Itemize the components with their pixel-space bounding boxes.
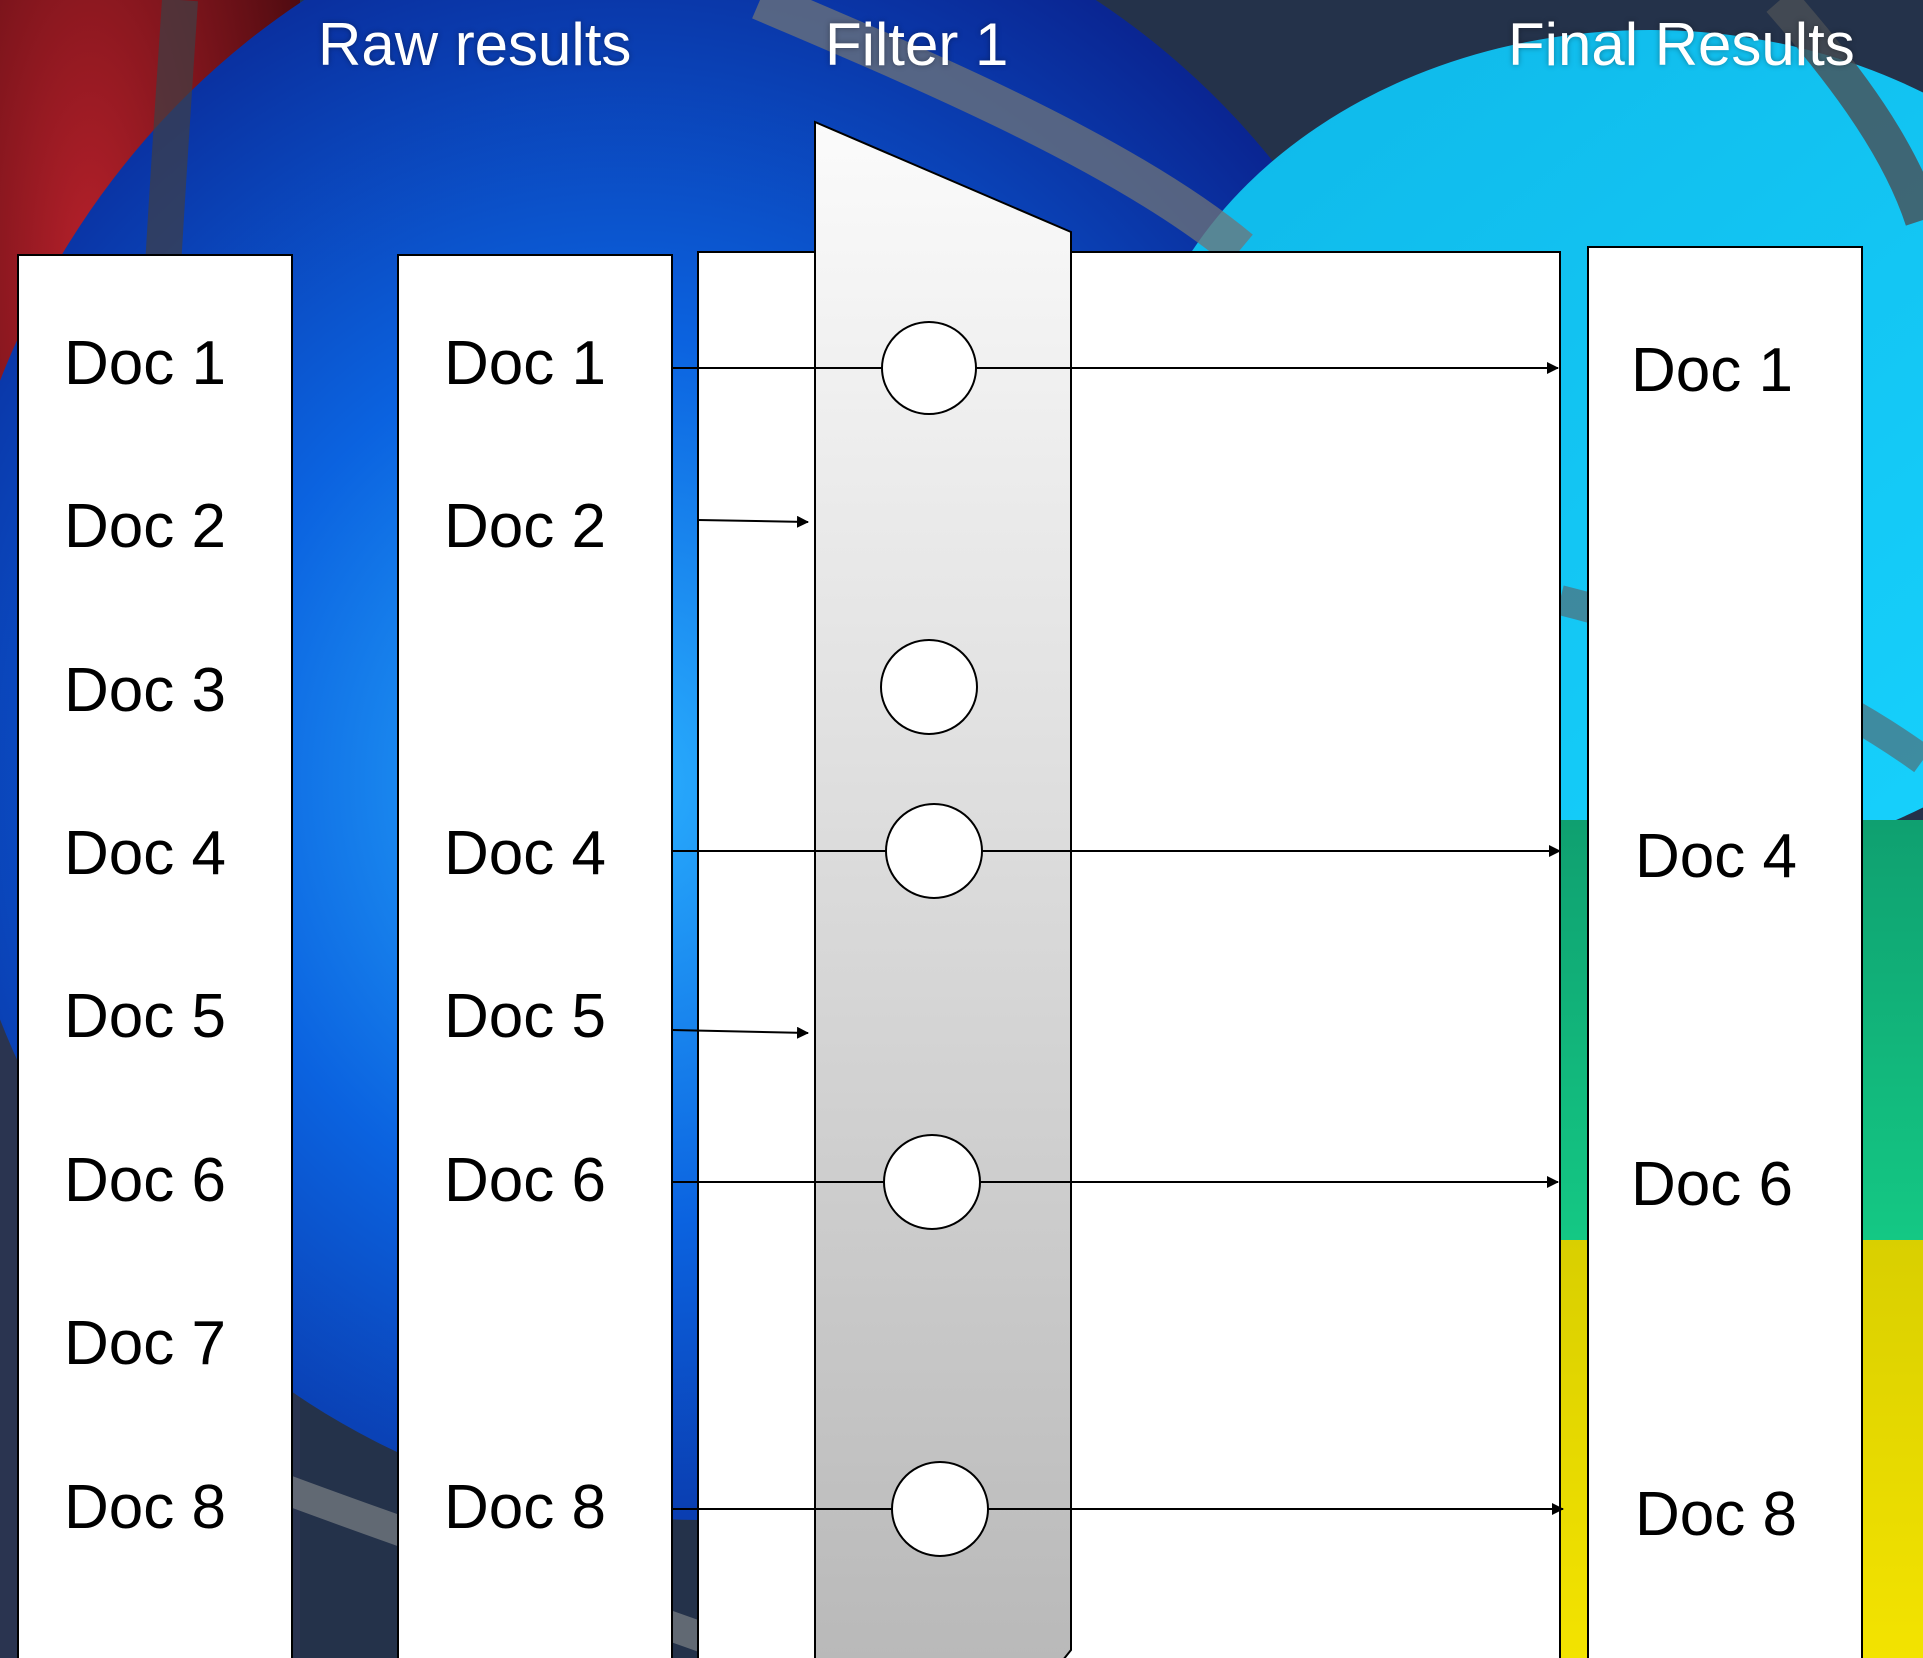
raw-results-item: Doc 4 [444, 823, 606, 885]
all-docs-item: Doc 4 [64, 823, 226, 885]
final-results-item: Doc 6 [1631, 1154, 1793, 1216]
header-final-results: Final Results [1508, 10, 1855, 79]
raw-results-item: Doc 2 [444, 496, 606, 558]
all-docs-item: Doc 5 [64, 986, 226, 1048]
filter-hole-doc-8 [892, 1462, 988, 1556]
final-results-item: Doc 1 [1631, 340, 1793, 402]
all-docs-item: Doc 8 [64, 1477, 226, 1539]
raw-results-item: Doc 5 [444, 986, 606, 1048]
all-docs-item: Doc 2 [64, 496, 226, 558]
all-docs-item: Doc 1 [64, 333, 226, 395]
filter-hole-doc-1 [882, 322, 976, 414]
filter-hole-doc-3 [881, 640, 977, 734]
all-docs-item: Doc 7 [64, 1313, 226, 1375]
final-results-box [1588, 247, 1862, 1658]
filter-hole-doc-6 [884, 1135, 980, 1229]
raw-results-item: Doc 1 [444, 333, 606, 395]
all-docs-item: Doc 3 [64, 660, 226, 722]
final-results-item: Doc 8 [1635, 1484, 1797, 1546]
header-raw-results: Raw results [318, 10, 631, 79]
header-filter: Filter 1 [825, 10, 1008, 79]
raw-results-item: Doc 8 [444, 1477, 606, 1539]
filter-hole-doc-4 [886, 804, 982, 898]
raw-results-item: Doc 6 [444, 1150, 606, 1212]
raw-results-box [398, 255, 672, 1658]
final-results-item: Doc 4 [1635, 826, 1797, 888]
all-docs-item: Doc 6 [64, 1150, 226, 1212]
all-docs-box [18, 255, 292, 1658]
